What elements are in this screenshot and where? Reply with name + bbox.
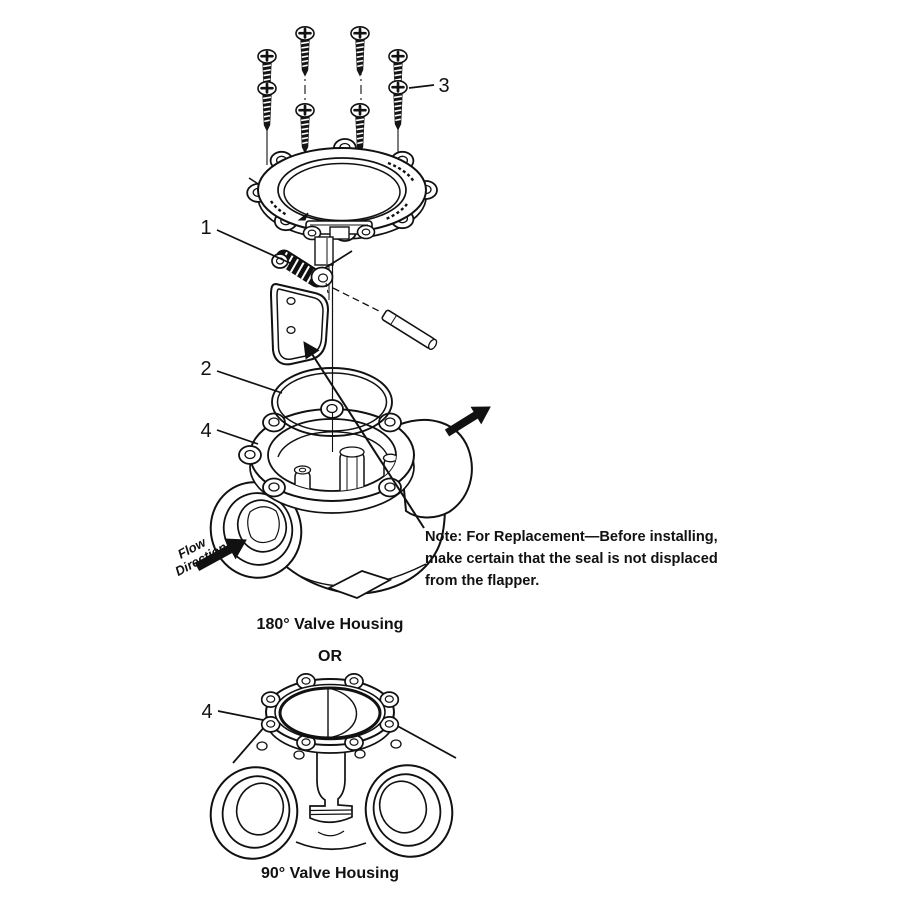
hinge-pin [332, 287, 438, 350]
flapper-hole [286, 325, 296, 335]
flow-direction-arrow [194, 538, 247, 571]
leader-part4-bottom [217, 710, 264, 721]
leader-part3 [408, 84, 435, 89]
note-line2: make certain that the seal is not displa… [425, 551, 718, 567]
valve-housing-90 [209, 673, 457, 860]
callout-4-bottom: 4 [201, 701, 212, 723]
port-right-90 [364, 764, 454, 858]
outlet-port [396, 418, 473, 519]
center-divider [309, 750, 353, 837]
note-leader [303, 341, 425, 529]
pin-alignment-dashes [332, 287, 380, 312]
seal-ring [271, 367, 393, 437]
note-line3: from the flapper. [425, 573, 539, 589]
flapper-half-disc [327, 687, 357, 739]
note-text: Note: For Replacement—Before installing,… [425, 529, 718, 589]
outlet-arrow [444, 406, 491, 437]
cover-screws [256, 25, 409, 154]
caption-180-housing: 180° Valve Housing [257, 616, 404, 633]
loose-flat-piece [326, 570, 393, 599]
cover-hinge-bracket [302, 220, 376, 241]
port-left-90 [209, 766, 299, 860]
valve-housing-180 [209, 399, 473, 599]
callout-4-top: 4 [200, 420, 211, 442]
engraving-marks [387, 161, 416, 183]
leader-part4-top [216, 429, 259, 445]
caption-or: OR [318, 648, 342, 665]
cover-ring [246, 138, 438, 242]
flapper-assembly [269, 249, 334, 366]
flange-inner-rim [278, 686, 382, 740]
engraved-arrow [297, 212, 309, 221]
callout-2: 2 [200, 358, 211, 380]
note-line1: Note: For Replacement—Before installing, [425, 529, 718, 545]
flapper-plate [269, 282, 330, 366]
caption-90-housing: 90° Valve Housing [261, 865, 399, 882]
leader-part1-b [324, 250, 353, 269]
callout-3: 3 [438, 75, 449, 97]
leader-part1-a [216, 229, 291, 264]
callouts: 1 2 4 3 [200, 75, 450, 445]
leader-part2 [216, 370, 283, 394]
valve-stem [314, 236, 334, 412]
callout-1: 1 [200, 217, 211, 239]
flapper-hole [286, 296, 296, 306]
